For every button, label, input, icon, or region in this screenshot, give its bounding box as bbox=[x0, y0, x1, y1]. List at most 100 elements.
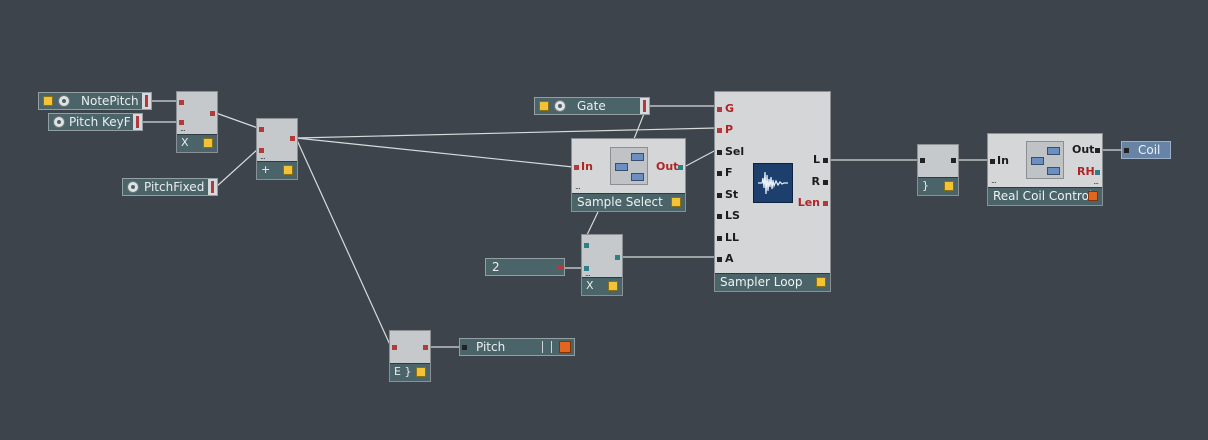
knob-icon[interactable] bbox=[127, 181, 139, 193]
sampler-input-port[interactable] bbox=[717, 236, 722, 241]
rh-output-port[interactable] bbox=[1095, 170, 1100, 175]
operator-led-icon bbox=[283, 165, 293, 175]
output-port[interactable] bbox=[290, 136, 295, 141]
output-handle[interactable] bbox=[142, 93, 151, 109]
sampler-output-label: L bbox=[812, 153, 820, 166]
midi-icon bbox=[58, 95, 70, 107]
out-port-label: Out bbox=[1072, 143, 1095, 156]
output-port[interactable] bbox=[423, 345, 428, 350]
coil-output-panel[interactable]: Coil bbox=[1121, 141, 1171, 159]
sampler-input-port[interactable] bbox=[717, 193, 722, 198]
output-led-icon bbox=[559, 341, 571, 353]
more-ports-icon: ... bbox=[991, 176, 997, 185]
output-handle[interactable] bbox=[640, 98, 649, 114]
real-coil-control-title: Real Coil Control bbox=[993, 189, 1093, 203]
macro-icon bbox=[1026, 141, 1064, 179]
out-port-label: Out bbox=[656, 160, 679, 173]
output-port[interactable] bbox=[951, 158, 956, 163]
sampler-input-port[interactable] bbox=[717, 150, 722, 155]
waveform-icon bbox=[753, 163, 793, 203]
macro-led-icon bbox=[671, 197, 681, 207]
pitch-output-label: Pitch bbox=[476, 340, 506, 354]
output-port[interactable] bbox=[678, 165, 683, 170]
sampler-output-port[interactable] bbox=[823, 158, 828, 163]
input-port[interactable] bbox=[574, 165, 579, 170]
sampler-input-label: G bbox=[725, 102, 735, 115]
real-coil-control-macro[interactable]: In ... Out RH ... Real Coil Control bbox=[987, 133, 1103, 206]
toggle-led-icon[interactable] bbox=[539, 101, 549, 111]
sample-select-title: Sample Select bbox=[577, 195, 663, 209]
operator-led-icon bbox=[203, 138, 213, 148]
more-ports-icon: ... bbox=[1093, 177, 1099, 186]
sampler-input-label: P bbox=[725, 123, 734, 136]
input-port[interactable] bbox=[920, 158, 925, 163]
scale-icon bbox=[542, 341, 552, 353]
sampler-input-port[interactable] bbox=[717, 257, 722, 262]
input-port[interactable] bbox=[990, 159, 995, 164]
sampler-input-label: F bbox=[725, 166, 733, 179]
sampler-input-port[interactable] bbox=[717, 107, 722, 112]
output-port[interactable] bbox=[615, 255, 620, 260]
operator-footer: X bbox=[177, 134, 217, 152]
knob-icon[interactable] bbox=[53, 116, 65, 128]
input-port[interactable] bbox=[179, 120, 184, 125]
output-port[interactable] bbox=[1095, 148, 1100, 153]
input-port[interactable] bbox=[179, 100, 184, 105]
macro-footer: Sample Select bbox=[572, 193, 685, 211]
operator-symbol: E } bbox=[394, 365, 412, 378]
macro-icon bbox=[610, 147, 648, 185]
input-port[interactable] bbox=[1124, 148, 1129, 153]
pitch-fixed-panel[interactable]: PitchFixed bbox=[122, 178, 218, 196]
pitch-keyf-panel[interactable]: Pitch KeyF bbox=[48, 113, 143, 131]
operator-symbol: X bbox=[181, 136, 189, 149]
operator-led-icon bbox=[608, 281, 618, 291]
pitch-keyf-label: Pitch KeyF bbox=[69, 115, 131, 129]
add-operator[interactable]: ... + bbox=[256, 118, 298, 180]
toggle-led-icon[interactable] bbox=[43, 96, 53, 106]
output-port[interactable] bbox=[210, 111, 215, 116]
macro-footer: Real Coil Control bbox=[988, 187, 1102, 205]
operator-symbol: } bbox=[922, 179, 929, 192]
in-port-label: In bbox=[997, 154, 1009, 167]
module-footer: Sampler Loop bbox=[715, 273, 830, 291]
more-ports-icon: ... bbox=[585, 269, 591, 278]
exp-operator[interactable]: E } bbox=[389, 330, 431, 382]
input-port[interactable] bbox=[584, 243, 589, 248]
sampler-output-port[interactable] bbox=[823, 180, 828, 185]
operator-footer: X bbox=[582, 277, 622, 295]
gate-panel[interactable]: Gate bbox=[534, 97, 650, 115]
notepitch-panel[interactable]: NotePitch bbox=[38, 92, 152, 110]
sampler-input-label: Sel bbox=[725, 145, 745, 158]
smooth-operator[interactable]: } bbox=[917, 144, 959, 196]
sampler-loop-title: Sampler Loop bbox=[720, 275, 803, 289]
output-handle[interactable] bbox=[133, 114, 142, 130]
sampler-input-label: LS bbox=[725, 209, 740, 222]
input-port[interactable] bbox=[392, 345, 397, 350]
sampler-input-label: St bbox=[725, 188, 739, 201]
midi-icon bbox=[554, 100, 566, 112]
input-port[interactable] bbox=[259, 148, 264, 153]
input-port[interactable] bbox=[584, 266, 589, 271]
sampler-input-port[interactable] bbox=[717, 171, 722, 176]
constant-two-panel[interactable]: 2 bbox=[485, 258, 565, 276]
multiply-operator-1[interactable]: ... X bbox=[176, 91, 218, 153]
sampler-output-label: R bbox=[811, 175, 820, 188]
multiply-operator-2[interactable]: ... X bbox=[581, 234, 623, 296]
pitch-output-panel[interactable]: Pitch bbox=[459, 338, 575, 356]
operator-symbol: X bbox=[586, 279, 594, 292]
output-handle[interactable] bbox=[208, 179, 217, 195]
output-port[interactable] bbox=[558, 265, 563, 270]
sampler-output-port[interactable] bbox=[823, 201, 828, 206]
rh-port-label: RH bbox=[1077, 165, 1095, 178]
sampler-input-port[interactable] bbox=[717, 128, 722, 133]
sampler-input-port[interactable] bbox=[717, 214, 722, 219]
sampler-output-label: Len bbox=[797, 196, 820, 209]
notepitch-label: NotePitch bbox=[81, 94, 139, 108]
more-ports-icon: ... bbox=[575, 182, 581, 191]
input-port[interactable] bbox=[462, 345, 467, 350]
input-port[interactable] bbox=[259, 127, 264, 132]
sample-select-macro[interactable]: In ... Out Sample Select bbox=[571, 138, 686, 212]
